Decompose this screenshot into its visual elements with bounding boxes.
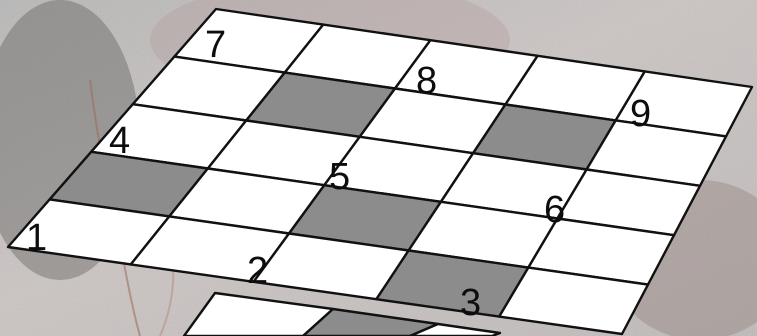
clue-3: 3 (460, 282, 481, 324)
clue-4: 4 (109, 120, 130, 162)
clue-8: 8 (416, 60, 437, 102)
clue-1: 1 (26, 217, 47, 259)
clue-6: 6 (544, 189, 565, 231)
clue-2: 2 (247, 250, 268, 292)
clue-5: 5 (329, 156, 350, 198)
clue-9: 9 (630, 93, 651, 135)
clue-7: 7 (205, 24, 226, 66)
